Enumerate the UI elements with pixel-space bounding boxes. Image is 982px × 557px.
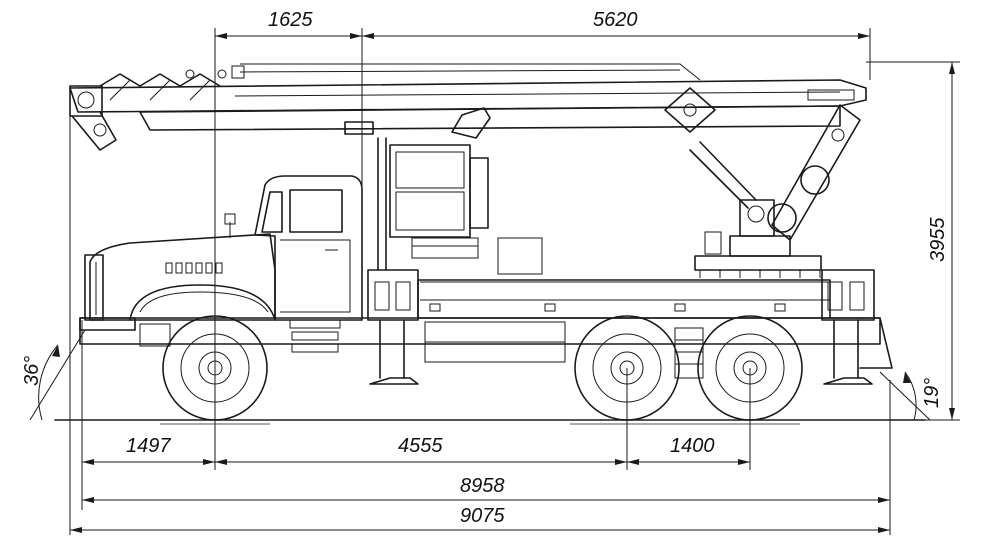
dim-wheelbase-front: 4555 (398, 435, 443, 457)
personnel-basket (377, 107, 543, 275)
boom-knuckle-arm (664, 87, 861, 241)
dim-wheelbase-rear: 1400 (670, 435, 715, 457)
dim-total-length: 9075 (460, 505, 505, 527)
front-outrigger (367, 269, 419, 385)
boom-tip-bracket (69, 65, 245, 151)
telescopic-boom (69, 63, 867, 135)
dim-total-height: 3955 (927, 217, 949, 262)
dim-chassis-length: 8958 (460, 475, 505, 497)
dim-front-overhang: 1497 (126, 435, 171, 457)
dim-boom-segment-2: 5620 (593, 9, 638, 31)
dimension-lines (29, 28, 960, 535)
rear-suspension (674, 327, 704, 379)
rear-outrigger (821, 269, 875, 385)
turntable (694, 199, 822, 278)
dim-boom-segment-1: 1625 (268, 9, 313, 31)
dim-departure-angle: 19° (921, 378, 943, 408)
dim-approach-angle: 36° (21, 356, 43, 386)
ground-line (54, 419, 926, 425)
truck-cab (79, 175, 363, 353)
chassis-frame (79, 279, 893, 369)
